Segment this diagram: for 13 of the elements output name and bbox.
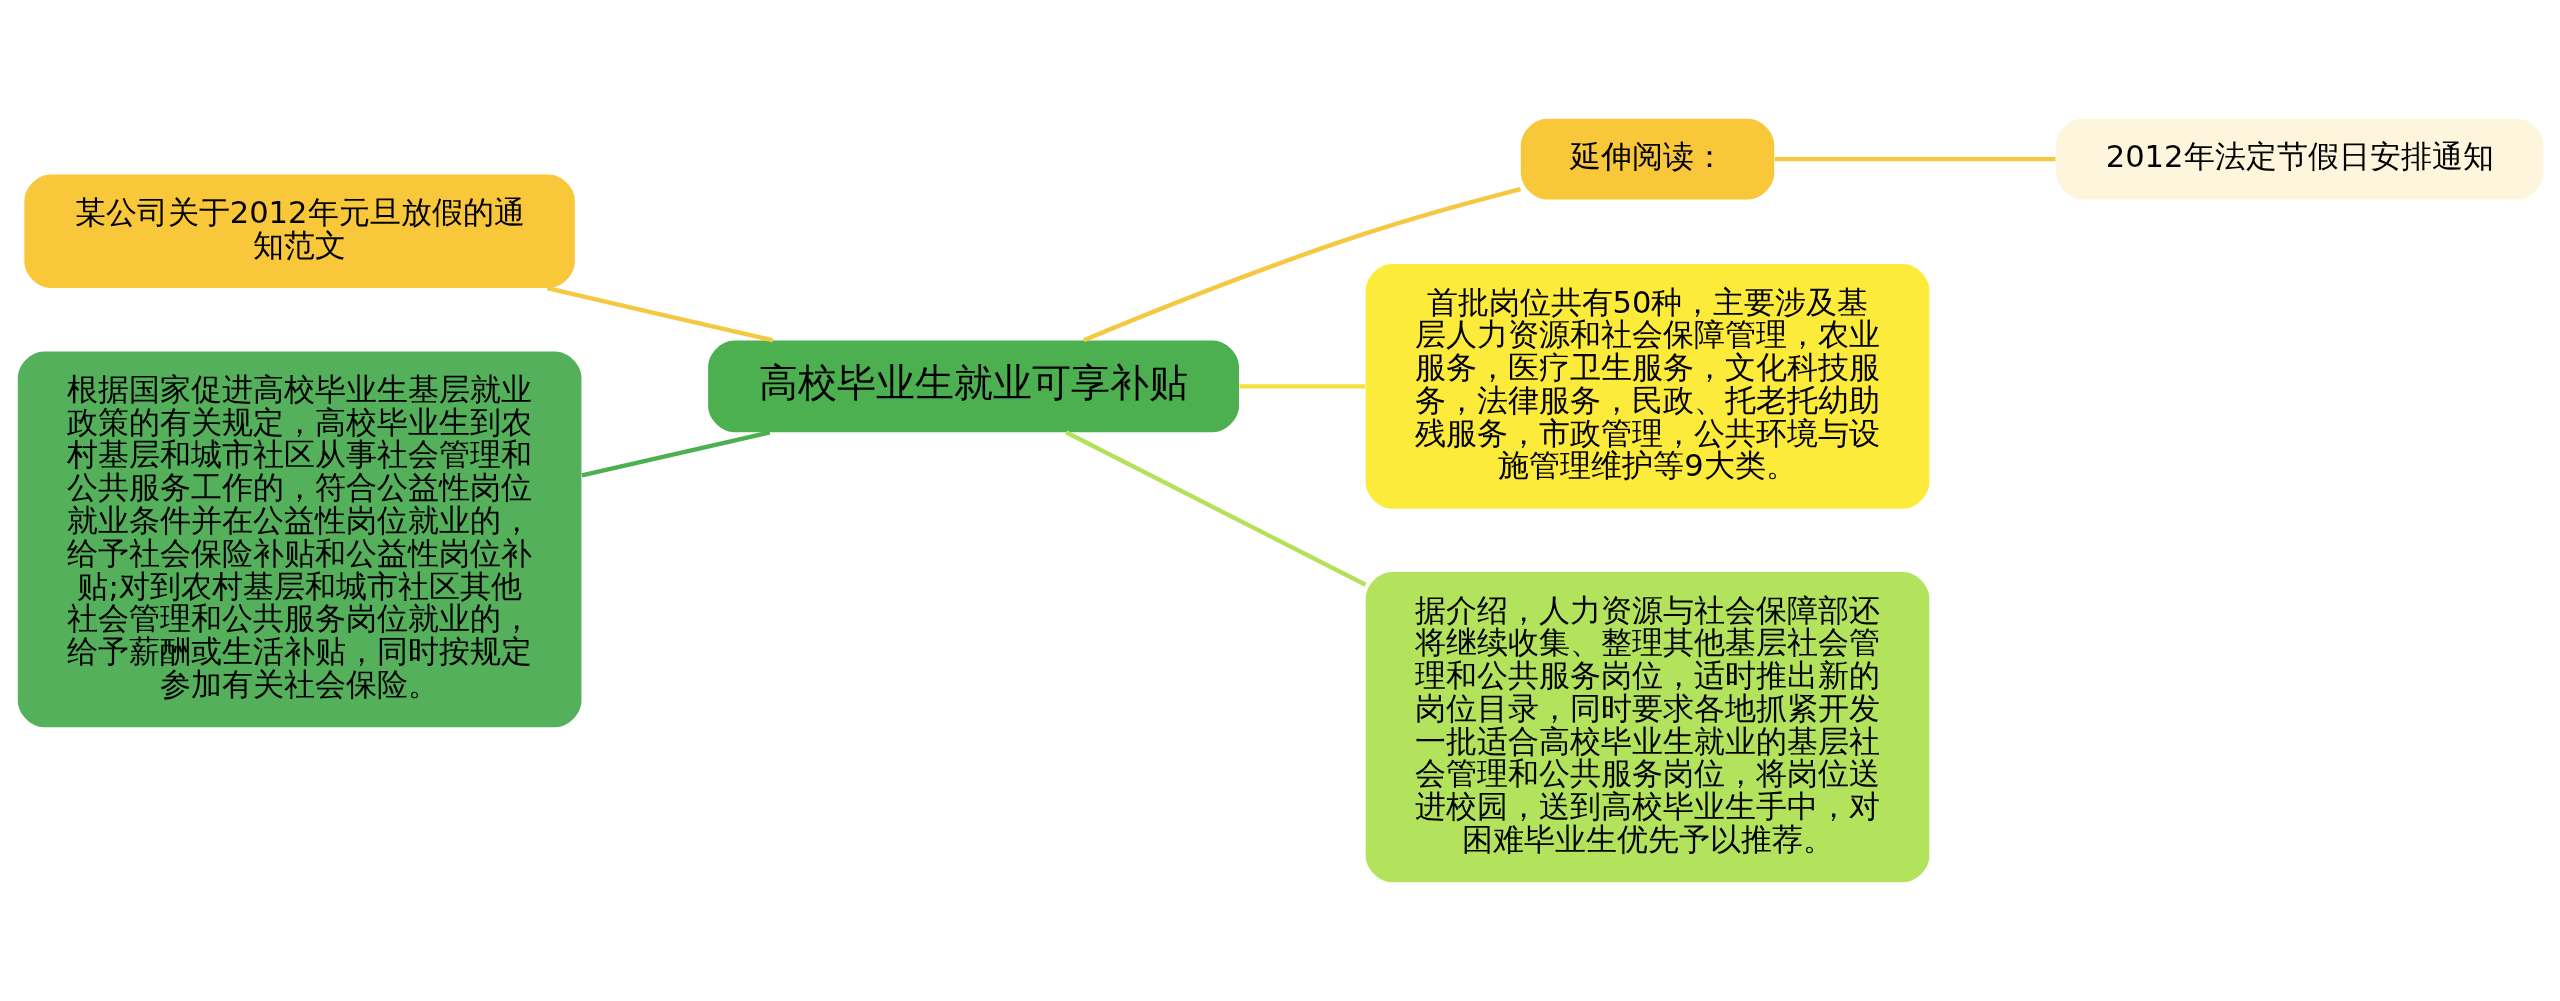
node-box: 首批岗位共有50种，主要涉及基层人力资源和社会保障管理，农业服务，医疗卫生服务，文化科技服务，法律服务，民政、托老托幼助残服务，市政管理，公共环境与设施管理维护等9大类。 <box>1365 264 1929 509</box>
node-box: 某公司关于2012年元旦放假的通知范文 <box>23 174 575 289</box>
node-box: 据介绍，人力资源与社会保障部还将继续收集、整理其他基层社会管理和公共服务岗位，适时推出新的岗位目录，同时要求各地抓紧开发一批适合高校毕业生就业的基层社会管理和公共服务岗位，将岗位送进校园，送到高校毕业生手中，对困难毕业生优先予以推荐。 <box>1365 572 1929 883</box>
node-box: 延伸阅读： <box>1520 118 1774 200</box>
connector <box>1064 430 1367 587</box>
node-box: 高校毕业生就业可享补贴 <box>707 340 1239 433</box>
connector <box>1238 384 1365 389</box>
connector <box>1082 186 1521 343</box>
node-box: 根据国家促进高校毕业生基层就业政策的有关规定，高校毕业生到农村基层和城市社区从事社会管理和公共服务工作的，符合公益性岗位就业条件并在公益性岗位就业的，给予社会保险补贴和公益性岗位补贴;对到农村基层和城市社区其他社会管理和公共服务岗位就业的，给予薪酬或生活补贴，同时按规定参加有关社会保险。 <box>17 351 581 728</box>
node-box: 2012年法定节假日安排通知 <box>2055 118 2543 200</box>
connector <box>1774 156 2055 162</box>
connector <box>580 430 770 478</box>
connector <box>546 286 773 343</box>
